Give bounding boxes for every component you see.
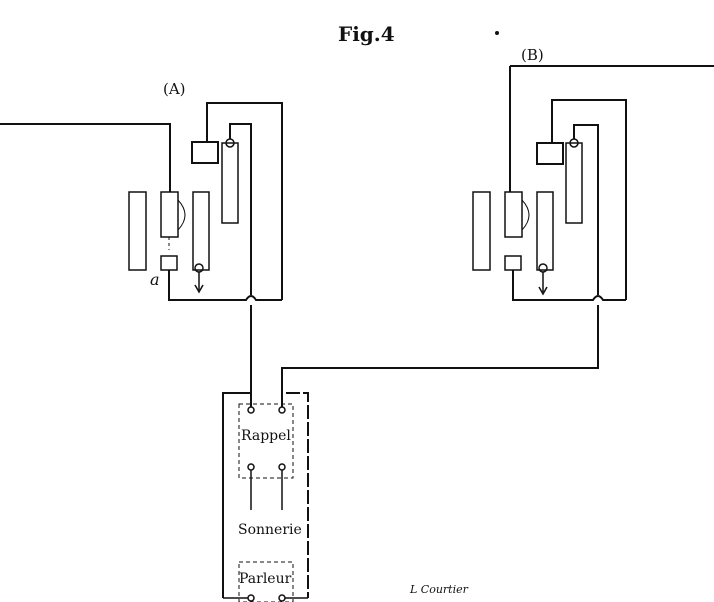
station-a-apparatus [0,102,283,380]
parleur-label: Parleur [239,571,292,587]
central-box [222,380,309,602]
rappel-label: Rappel [241,428,291,444]
station-b-label: (B) [521,46,544,64]
contact-label: a [150,270,160,289]
station-a-label: (A) [163,80,186,98]
figure-title: Fig.4 [338,22,395,46]
signature: L Courtier [410,583,468,596]
sonnerie-label: Sonnerie [238,522,302,538]
station-b-apparatus [281,65,714,380]
